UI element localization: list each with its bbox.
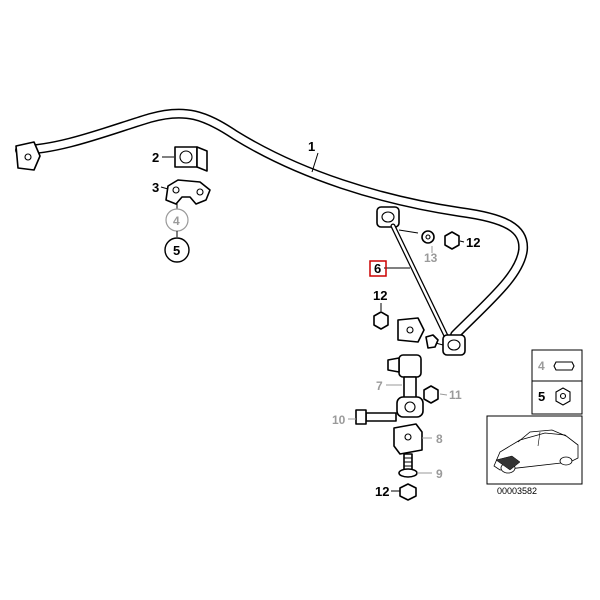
link-rod bbox=[390, 223, 466, 356]
nut-11 bbox=[423, 385, 439, 404]
bar-bracket-plate bbox=[373, 311, 425, 343]
nut-12-upper bbox=[444, 231, 460, 250]
callout-5-circle bbox=[164, 237, 190, 263]
legend-panel: 4 5 bbox=[531, 349, 583, 415]
swing-support-assembly bbox=[355, 354, 439, 501]
callout-11: 11 bbox=[449, 388, 462, 402]
legend-item-4: 4 bbox=[538, 359, 545, 373]
clamp-bracket bbox=[165, 179, 211, 205]
callout-5: 5 bbox=[173, 243, 180, 258]
diagram-number: 00003582 bbox=[497, 486, 537, 496]
nut-12-middle bbox=[373, 311, 389, 330]
callout-4: 4 bbox=[173, 214, 180, 228]
highlight-box-6 bbox=[369, 260, 387, 277]
callout-7: 7 bbox=[376, 379, 383, 393]
callout-10: 10 bbox=[332, 413, 346, 427]
callout-8: 8 bbox=[436, 432, 443, 446]
stabilizer-bar bbox=[15, 108, 529, 340]
callout-12-upper: 12 bbox=[466, 235, 480, 250]
car-thumbnail bbox=[486, 415, 583, 485]
callout-1: 1 bbox=[308, 139, 315, 154]
link-upper-rubber bbox=[376, 206, 460, 250]
callout-9: 9 bbox=[436, 467, 443, 481]
callout-13: 13 bbox=[424, 251, 438, 265]
callout-6: 6 bbox=[374, 261, 381, 276]
rubber-mounting bbox=[174, 146, 208, 172]
callout-2: 2 bbox=[152, 150, 159, 165]
callout-3: 3 bbox=[152, 180, 159, 195]
nut-12-lower bbox=[399, 483, 417, 501]
callout-12-middle: 12 bbox=[373, 288, 387, 303]
legend-item-5: 5 bbox=[538, 389, 545, 404]
clip-icon bbox=[553, 361, 575, 371]
bolt-10 bbox=[355, 409, 397, 425]
callout-12-lower: 12 bbox=[375, 484, 389, 499]
washer-9 bbox=[398, 468, 418, 478]
